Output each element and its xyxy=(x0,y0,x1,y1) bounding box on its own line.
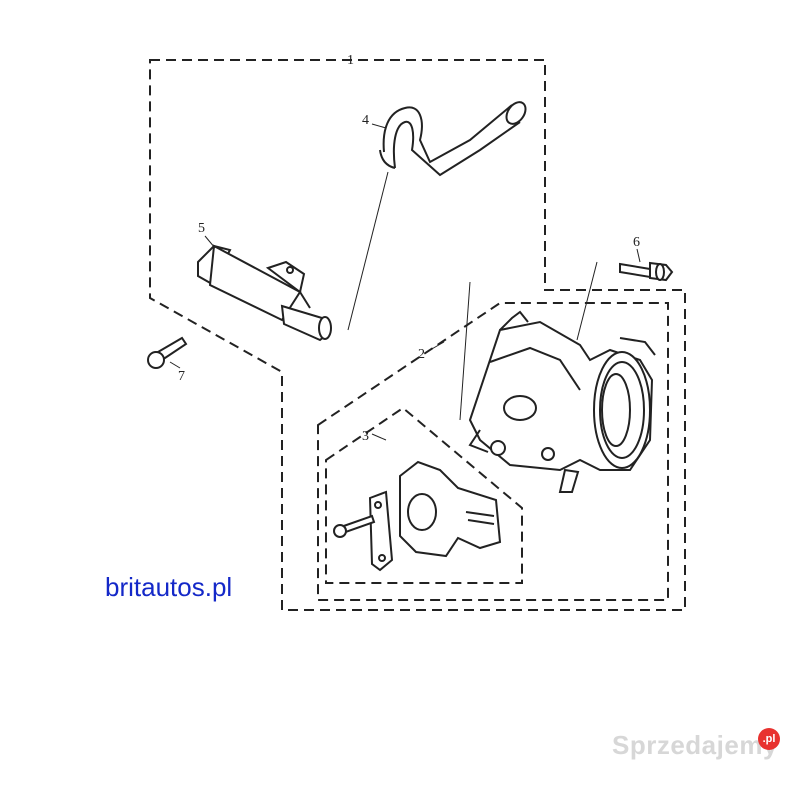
callout-3: 3 xyxy=(362,429,369,444)
bolt-6-part xyxy=(619,261,674,282)
hose-part xyxy=(379,101,527,177)
leader-lines xyxy=(169,123,641,441)
bolt-7-part xyxy=(147,336,188,369)
callout-5: 5 xyxy=(198,221,205,236)
idle-valve-part xyxy=(197,244,332,342)
site-label-link[interactable]: britautos.pl xyxy=(105,572,233,602)
assembly-1-boundary xyxy=(149,59,686,611)
callout-1: 1 xyxy=(347,53,354,68)
throttle-sensor-part xyxy=(333,460,502,572)
assembly-2-boundary xyxy=(317,302,669,601)
callout-2: 2 xyxy=(418,347,425,362)
throttle-body-part xyxy=(468,310,656,493)
watermark-badge: .pl xyxy=(758,728,780,750)
watermark-text: Sprzedajemy xyxy=(612,730,778,760)
callout-6: 6 xyxy=(633,235,640,250)
callout-4: 4 xyxy=(362,113,369,128)
callout-7: 7 xyxy=(178,369,185,384)
